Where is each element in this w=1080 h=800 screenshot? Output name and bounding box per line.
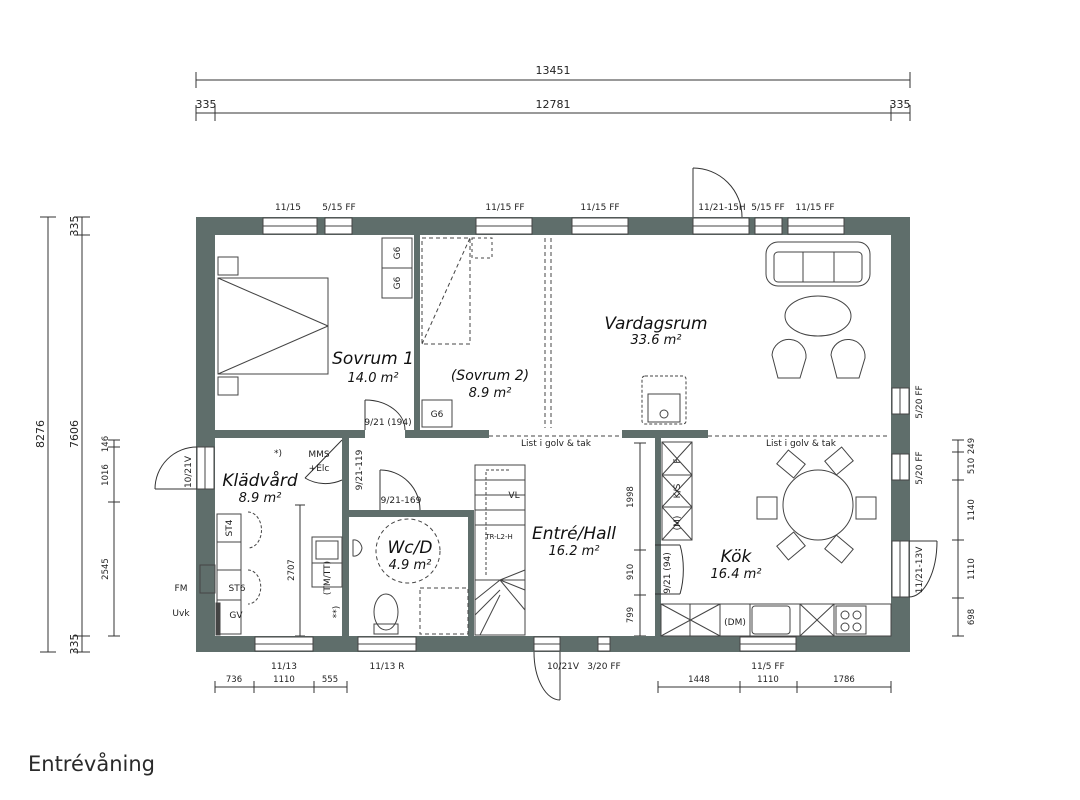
dim-right-4: 1110 (967, 558, 977, 580)
dim-bottom-right-3: 1786 (833, 675, 855, 685)
room-labels: Sovrum 1 14.0 m² (Sovrum 2) 8.9 m² Varda… (222, 314, 761, 582)
room-sovrum1-area: 14.0 m² (348, 371, 399, 386)
ks-label: K/S (673, 483, 683, 498)
dim-right-3: 1140 (967, 499, 977, 521)
window-top-2: 5/15 FF (322, 203, 355, 213)
dim-left-3: 2545 (101, 558, 111, 580)
room-sovrum2-name: (Sovrum 2) (451, 368, 529, 384)
door-sovrum1: 9/21 (194) (364, 418, 411, 428)
window-top-7: 11/15 FF (795, 203, 834, 213)
window-top-4: 11/15 FF (580, 203, 619, 213)
windows (196, 217, 910, 652)
dim-right-2: 510 (967, 458, 977, 474)
dim-edge-left: 335 (196, 98, 217, 111)
door-kok: 9/21 (94) (663, 552, 673, 594)
room-sovrum1-name: Sovrum 1 (332, 349, 414, 369)
fm-label: FM (175, 584, 188, 594)
g6-label-3: G6 (431, 410, 444, 420)
door-wc: 9/21-169 (381, 496, 422, 506)
window-bottom-4: 3/20 FF (587, 662, 620, 672)
room-kladvard-name: Klädvård (222, 470, 298, 491)
mms-label: MMS (308, 450, 330, 460)
window-bottom-2: 11/13 R (369, 662, 404, 672)
window-right-2: 5/20 FF (915, 451, 925, 484)
uvk-label: Uvk (172, 609, 190, 619)
dim-inner-height: 7606 (68, 420, 81, 448)
room-wc-name: Wc/D (388, 538, 433, 558)
dim-bottom-left-3: 555 (322, 675, 338, 685)
list-left: List i golv & tak (521, 439, 592, 449)
window-bottom-1: 11/13 (271, 662, 297, 672)
door-swings (154, 167, 938, 701)
window-right-1: 5/20 FF (915, 385, 925, 418)
dim-bottom-right-1: 1448 (688, 675, 710, 685)
st6-label: ST6 (229, 584, 246, 594)
window-bottom-5: 11/5 FF (751, 662, 784, 672)
st4-label: ST4 (225, 519, 235, 536)
dim-total-height: 8276 (34, 420, 47, 448)
room-vardagsrum-name: Vardagsrum (604, 314, 707, 334)
room-wc-area: 4.9 m² (389, 558, 432, 573)
dim-kladvard-depth: 2707 (287, 559, 297, 581)
window-left: 10/21V (184, 455, 194, 488)
room-kladvard-area: 8.9 m² (239, 491, 282, 506)
dim-right-1: 249 (967, 438, 977, 454)
window-top-1: 11/15 (275, 203, 301, 213)
dimension-lines (40, 72, 964, 693)
f-label: F (673, 458, 683, 463)
window-bottom-3: 10/21V (547, 662, 580, 672)
tmtt-label: (TM/TT) (323, 561, 333, 595)
room-hall-area: 16.2 m² (549, 544, 600, 559)
dim-right-5: 698 (967, 609, 977, 625)
room-sovrum2-area: 8.9 m² (469, 386, 512, 401)
dim-bottom-left-1: 736 (226, 675, 242, 685)
dim-bottom-right-2: 1110 (757, 675, 779, 685)
tr-label: TR-L2-H (484, 533, 513, 541)
list-right: List i golv & tak (766, 439, 837, 449)
furniture (199, 237, 892, 637)
room-kok-area: 16.4 m² (711, 567, 762, 582)
g6-label-1: G6 (393, 246, 403, 259)
g6-label-2: G6 (393, 276, 403, 289)
dim-hall-low: 799 (626, 607, 636, 623)
room-vardagsrum-area: 33.6 m² (631, 333, 682, 348)
dim-left-2: 1016 (101, 464, 111, 486)
dim-hall-mid: 910 (626, 564, 636, 580)
vl-label: VL (508, 491, 519, 501)
asterisk-label: *) (274, 449, 282, 459)
dim-hall-depth: 1998 (626, 486, 636, 508)
dim-left-1: 146 (101, 436, 111, 452)
dim-edge-right: 335 (890, 98, 911, 111)
dim-edge-bottom: 335 (68, 634, 81, 655)
dim-total-width: 13451 (536, 64, 571, 77)
dm-label: (DM) (724, 618, 746, 628)
dim-edge-top: 335 (68, 216, 81, 237)
dim-inner-width: 12781 (536, 98, 571, 111)
window-top-5: 11/21-15H (698, 203, 745, 213)
gv-label: GV (229, 611, 243, 621)
room-kok-name: Kök (721, 547, 753, 567)
asterisk2-label: **) (332, 606, 342, 619)
window-top-3: 11/15 FF (485, 203, 524, 213)
door-kladvard: 9/21-119 (355, 449, 365, 490)
window-right-3: 11/21-13V (915, 546, 925, 594)
floor-title: Entrévåning (28, 752, 155, 776)
dim-bottom-left-2: 1110 (273, 675, 295, 685)
room-hall-name: Entré/Hall (532, 524, 616, 544)
window-top-6: 5/15 FF (751, 203, 784, 213)
window-labels: 11/15 5/15 FF 11/15 FF 11/15 FF 11/21-15… (184, 203, 925, 672)
misc-labels: 9/21 (194) 9/21-119 9/21-169 9/21 (94) L… (172, 246, 836, 628)
m-label: (M) (673, 516, 683, 531)
elc-label: +Elc (309, 464, 330, 474)
